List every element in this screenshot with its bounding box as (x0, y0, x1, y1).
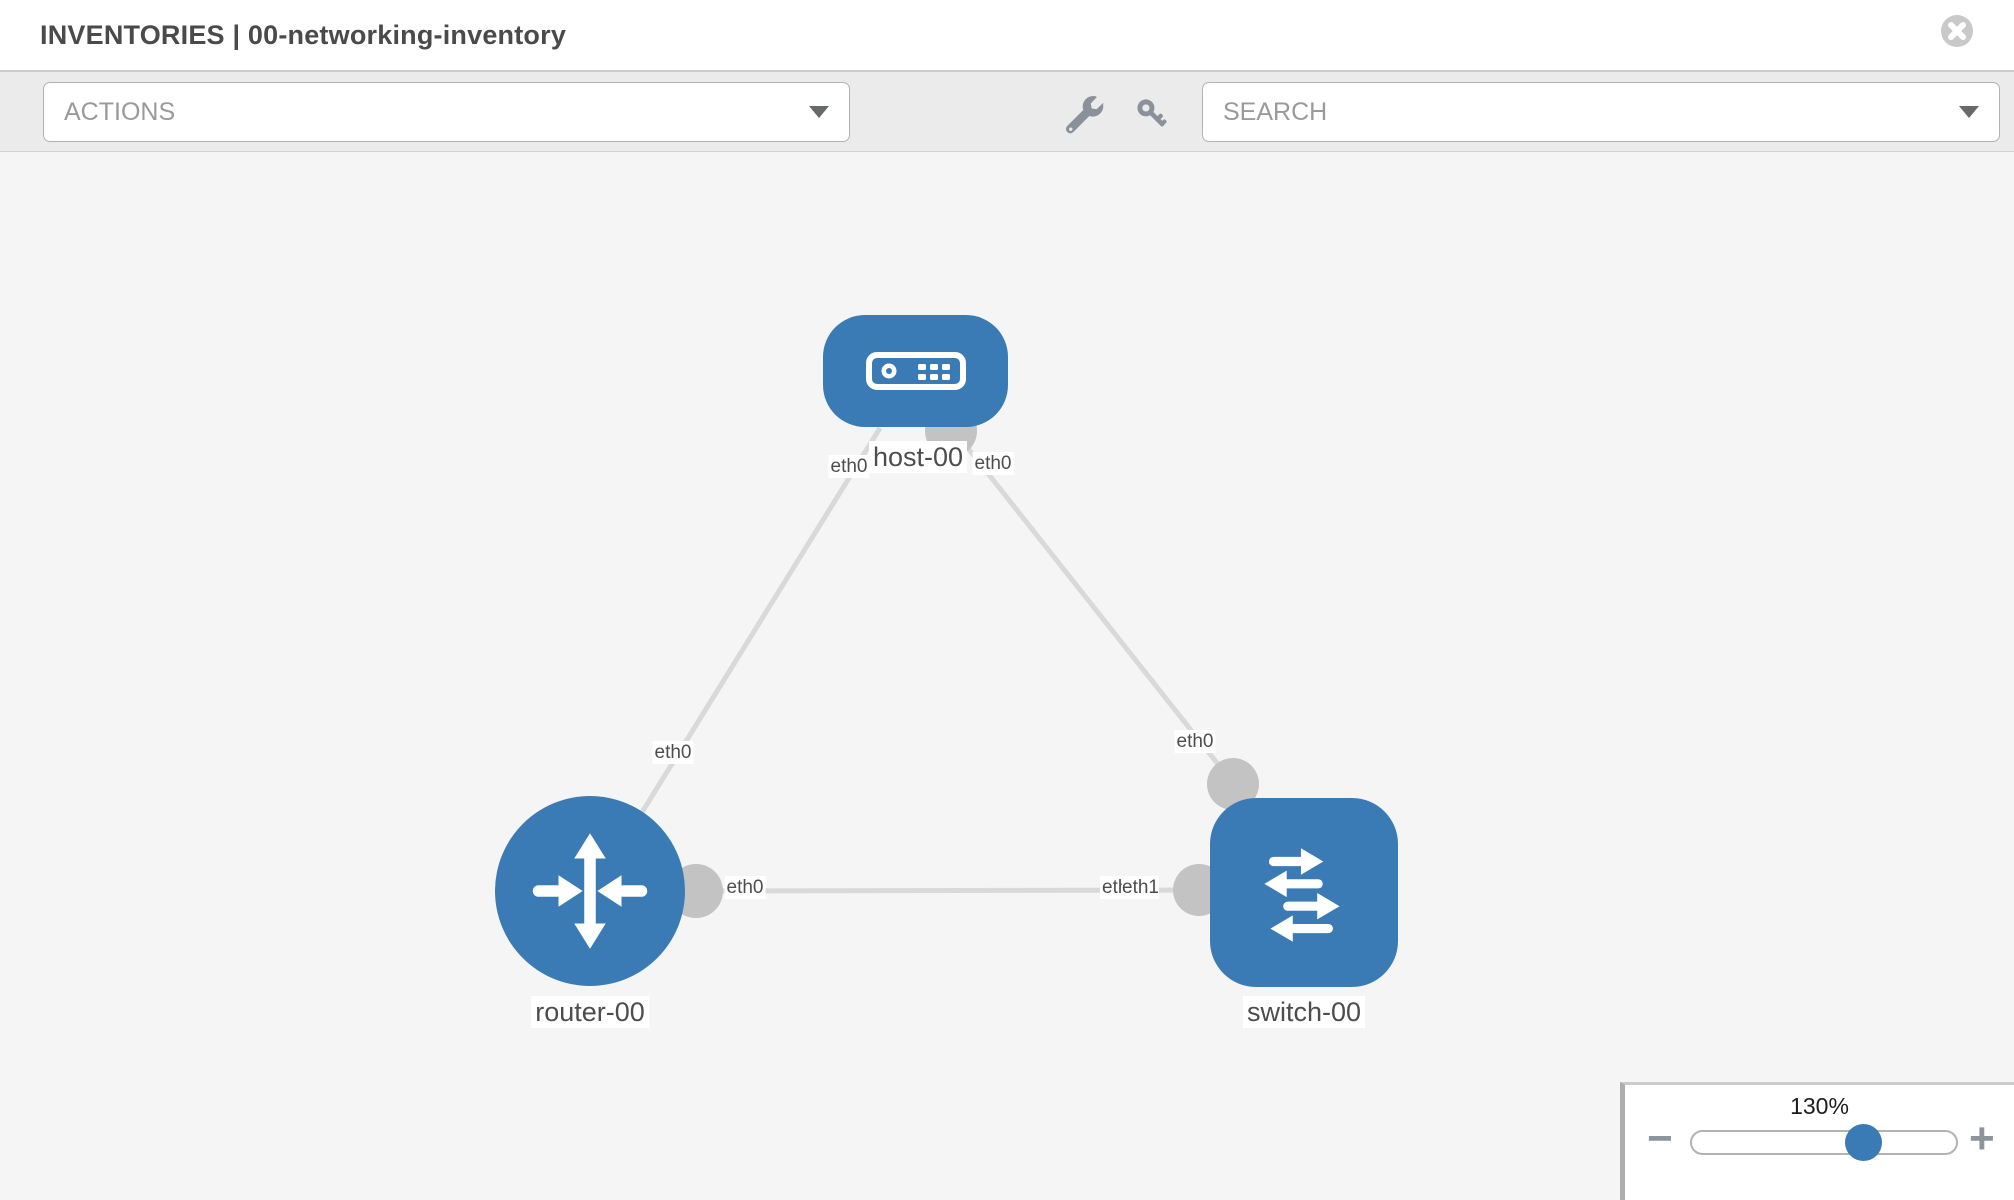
edge-host-router (594, 426, 883, 887)
port-label-switch-overlap: eth0 eth1 (1100, 876, 1159, 899)
port-label-router-uplink: eth0 (652, 741, 694, 764)
node-label-router: router-00 (531, 996, 649, 1028)
chevron-down-icon (1959, 106, 1979, 118)
node-label-host: host-00 (868, 441, 968, 473)
toolbar: ACTIONS SEARCH (0, 72, 2014, 152)
search-dropdown[interactable]: SEARCH (1202, 82, 2000, 142)
zoom-level: 130% (1790, 1093, 1849, 1119)
node-router-00[interactable] (495, 796, 685, 986)
port-label-host-right: eth0 (972, 452, 1014, 475)
host-icon (865, 352, 966, 390)
close-icon (1941, 15, 1973, 47)
search-dropdown-label: SEARCH (1223, 97, 1328, 126)
port-label-router-eth0: eth0 (724, 876, 766, 899)
zoom-in-button[interactable]: + (1969, 1109, 1995, 1169)
zoom-panel: 130% − + (1620, 1082, 2014, 1200)
actions-dropdown[interactable]: ACTIONS (43, 82, 850, 142)
page-title: INVENTORIES | 00-networking-inventory (40, 19, 567, 50)
actions-dropdown-label: ACTIONS (64, 97, 176, 126)
topology-edges (594, 405, 1259, 918)
tools-button[interactable] (1064, 94, 1106, 136)
chevron-down-icon (809, 106, 829, 118)
router-icon (532, 833, 648, 949)
zoom-slider-thumb[interactable] (1845, 1124, 1882, 1161)
header: INVENTORIES | 00-networking-inventory (0, 0, 2014, 72)
connector-switch-top (1207, 758, 1259, 810)
zoom-slider-track[interactable] (1690, 1130, 1958, 1155)
switch-icon (1264, 847, 1340, 942)
port-label-switch-eth1: eth1 (1122, 876, 1159, 899)
port-label-switch-uplink: eth0 (1174, 730, 1216, 753)
wrench-icon (1066, 96, 1104, 134)
node-host-00[interactable] (823, 315, 1008, 427)
close-button[interactable] (1940, 14, 1974, 48)
node-switch-00[interactable] (1210, 798, 1398, 987)
topology-canvas[interactable]: host-00 router-00 switch-00 eth0 eth0 et… (0, 152, 2014, 1200)
zoom-out-button[interactable]: − (1647, 1109, 1673, 1169)
credentials-button[interactable] (1132, 94, 1174, 136)
node-label-switch: switch-00 (1242, 996, 1366, 1028)
key-icon (1137, 99, 1167, 127)
port-label-host-left: eth0 (828, 455, 870, 478)
